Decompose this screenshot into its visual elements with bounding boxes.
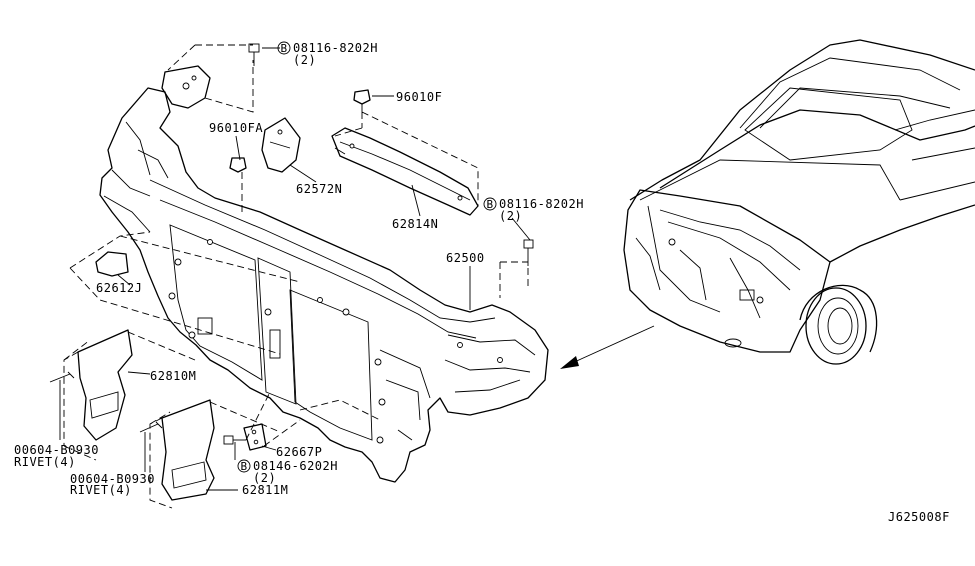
vehicle-illustration [623,39,975,365]
air-guide-62811m-label: 62811M [242,483,288,497]
bolt-symbol: B [280,42,287,55]
diagram-code: J625008F [888,510,950,524]
rivet-center-icon [139,421,163,433]
rivet-left-part: 00604-B0930 [14,443,99,457]
bracket-62572n-label: 62572N [296,182,342,196]
clip-96010f[interactable] [353,89,371,112]
seal-62612j-label: 62612J [96,281,142,295]
air-guide-62810m-label: 62810M [150,369,196,383]
leader-lines [59,47,531,491]
callout-bolt-top: B 08116-8202H (2) [277,41,378,67]
bolt-symbol: B [240,460,247,473]
air-guide-62810m[interactable] [77,329,133,441]
bolt-bottom-part: 08146-6202H [253,459,338,473]
callout-bolt-right: B 08116-8202H (2) [483,197,584,223]
upper-member-label: 62814N [392,217,438,231]
callout-bolt-bottom: B 08146-6202H (2) [237,459,338,485]
location-arrow [560,325,655,369]
bracket-62667p[interactable] [243,423,267,451]
bolt-bottom-qty: (2) [253,471,276,485]
upper-bracket[interactable] [161,65,211,109]
clip-96010fa-label: 96010FA [209,121,263,135]
clip-96010f-label: 96010F [396,90,442,104]
bolt-bottom[interactable] [223,435,246,445]
bolt-right[interactable] [523,239,534,266]
clip-96010fa[interactable] [229,157,247,173]
core-support-label: 62500 [446,251,485,265]
bolt-right-qty: (2) [499,209,522,223]
rivet-left-icon [49,371,75,383]
air-guide-62811m[interactable] [161,399,215,501]
rivet-left-desc: RIVET(4) [14,455,76,469]
bracket-62572n[interactable] [261,117,301,173]
bolt-top-part: 08116-8202H [293,41,378,55]
radiator-core-support[interactable] [99,87,549,483]
rivet-center-part: 00604-B0930 [70,472,155,486]
seal-62612j[interactable] [95,251,129,277]
upper-member-62814n[interactable] [331,127,479,216]
bolt-top-qty: (2) [293,53,316,67]
bolt-top[interactable] [248,43,260,66]
bolt-symbol: B [486,198,493,211]
rivet-center-desc: RIVET(4) [70,483,132,497]
assembly-lines [63,44,529,509]
bracket-62667p-label: 62667P [276,445,322,459]
bolt-right-part: 08116-8202H [499,197,584,211]
